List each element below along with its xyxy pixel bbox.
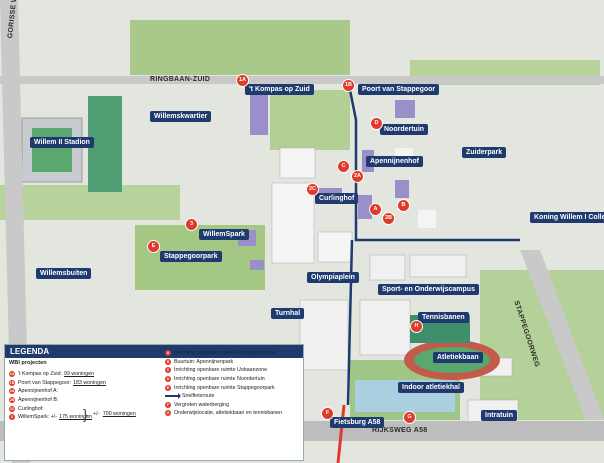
marker-c[interactable]: C: [338, 161, 349, 172]
label-poort: Poort van Stappegoor: [358, 84, 440, 95]
legend-title: LEGENDA: [5, 345, 303, 358]
road-ringbaan-zuid: RINGBAAN-ZUID: [150, 76, 211, 83]
label-koning-willem: Koning Willem I College: [530, 212, 604, 223]
label-stappegoorpark: Stappegoorpark: [160, 251, 222, 262]
label-willem-ii-stadion: Willem II Stadion: [30, 137, 94, 148]
marker-1a[interactable]: 1A: [237, 75, 248, 86]
label-noordertuin: Noordertuin: [380, 124, 429, 135]
label-indoor-atletiekhal: Indoor atletiekhal: [398, 382, 464, 393]
marker-d[interactable]: D: [371, 118, 382, 129]
label-intratuin: Intratuin: [481, 410, 517, 421]
legend-subtitle: WBI projecten: [9, 360, 47, 366]
label-willemskwartier: Willemskwartier: [150, 111, 212, 122]
marker-h[interactable]: H: [411, 321, 422, 332]
legend-item: Snelfietsroute: [165, 392, 282, 401]
marker-2b[interactable]: 2B: [383, 213, 394, 224]
label-sportcampus: Sport- en Onderwijscampus: [378, 284, 479, 295]
marker-g[interactable]: G: [404, 412, 415, 423]
legend-brace: }: [83, 406, 88, 422]
legend-item: 1A't Kompas op Zuid:99 woningen: [9, 371, 95, 378]
marker-3[interactable]: 3: [186, 219, 197, 230]
label-tennisbanen: Tennisbanen: [418, 312, 469, 323]
legend-brace-count: +/- 700 woningen: [93, 411, 136, 417]
label-turnhal: Turnhal: [271, 308, 305, 319]
marker-1b[interactable]: 1B: [343, 80, 354, 91]
marker-b[interactable]: B: [398, 200, 409, 211]
road-rijksweg: RIJKSWEG A58: [372, 427, 428, 434]
marker-e[interactable]: E: [148, 241, 159, 252]
label-fietsburg: Fietsburg A58: [330, 417, 385, 428]
marker-2a[interactable]: 2A: [352, 171, 363, 182]
label-zuiderpark: Zuiderpark: [462, 147, 507, 158]
marker-f[interactable]: F: [322, 408, 333, 419]
label-curlinghof: Curlinghof: [315, 193, 359, 204]
label-apennijnenhof: Apennijnenhof: [366, 156, 423, 167]
label-willemspark: WillemSpark: [199, 229, 249, 240]
label-olympiaplein: Olympiaplein: [307, 272, 359, 283]
label-atletiekbaan: Atletiekbaan: [433, 352, 483, 363]
label-willemsbuiten: Willemsbuiten: [36, 268, 92, 279]
bike-route-arrow-icon: [165, 393, 181, 400]
marker-2c[interactable]: 2C: [307, 184, 318, 195]
label-kompas: 't Kompas op Zuid: [245, 84, 314, 95]
legend: LEGENDA WBI projecten 1A't Kompas op Zui…: [4, 344, 304, 461]
marker-a[interactable]: A: [370, 204, 381, 215]
